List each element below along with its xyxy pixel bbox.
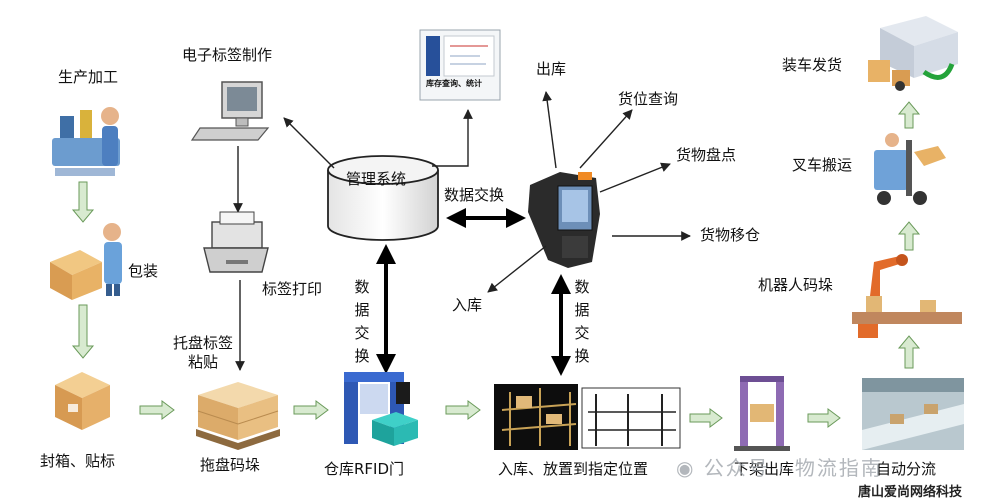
label-outbound: 出库 [536,60,567,78]
flow-arrow-forklift-to-loading [897,101,921,129]
label-management-system: 管理系统 [346,170,407,188]
sorting-conveyor-photo [862,378,964,450]
shelf-rack-dark-icon [494,384,578,450]
label-stock-count: 货物盘点 [676,146,737,164]
label-loading: 装车发货 [782,56,843,74]
sealed-box-icon [55,372,110,430]
label-goods-move: 货物移仓 [700,226,761,244]
forklift-icon [874,133,946,205]
flow-arrow-packing-to-sealing [71,304,95,359]
label-packing: 包装 [128,262,159,280]
arrow-system-to-computer [283,117,335,169]
label-inbound: 入库 [452,296,483,314]
flow-arrow-sealing-to-pallet [139,400,175,420]
label-palletizing: 拖盘码垛 [200,456,261,474]
printer-icon [203,211,269,273]
label-auto-sort: 自动分流 [876,460,937,478]
stacker-lift-icon [734,376,790,451]
label-data-exchange-horizontal: 数据交换 [444,186,505,204]
arrow-scanner-to-location-query [579,109,633,169]
handheld-scanner-icon [528,172,600,268]
arrow-scanner-to-stock-count [599,162,671,193]
label-rfid-gate: 仓库RFID门 [324,460,405,478]
arrow-system-to-inventory [432,109,473,167]
flow-arrow-unshelve-to-sort [807,408,841,428]
truck-loading-icon [868,16,958,91]
label-data-exchange-vertical-1: 数据交换 [354,278,370,365]
flow-arrow-shelf-to-unshelve [689,408,723,428]
label-inventory-query: 库存查询、统计 [426,79,482,88]
label-forklift: 叉车搬运 [792,156,853,174]
label-production: 生产加工 [58,68,119,86]
label-sealing: 封箱、贴标 [40,452,116,470]
rfid-gate-icon [344,372,418,446]
robot-arm-icon [852,254,962,338]
flow-arrow-production-to-packing [71,181,95,223]
wechat-icon: ◉ [676,456,696,480]
label-pallet-label: 托盘标签粘贴 [172,334,233,371]
label-label-making: 电子标签制作 [182,46,273,64]
flow-arrow-robot-to-forklift [897,221,921,251]
label-location-query: 货位查询 [618,90,679,108]
label-unshelve-outbound: 下架出库 [734,460,795,478]
inventory-screen-icon [419,29,501,101]
label-data-exchange-vertical-2: 数据交换 [574,278,590,365]
production-machine-icon [52,107,120,176]
watermark-account-text: 公众号 · 物流指南 [703,456,883,480]
pallet-boxes-icon [196,382,280,450]
shelf-rack-light-icon [581,387,681,449]
flow-arrow-sort-to-robot [897,335,921,369]
flow-arrow-rfid-to-shelf [445,400,481,420]
arrow-scanner-to-outbound [542,91,557,169]
label-robot-stacking: 机器人码垛 [758,276,834,294]
packing-worker-icon [50,223,122,300]
computer-icon [190,81,270,141]
watermark-account: ◉ 公众号 · 物流指南 [676,452,883,481]
label-label-print: 标签打印 [262,280,323,298]
database-cylinder-icon [327,155,439,241]
label-put-away: 入库、放置到指定位置 [498,460,649,478]
flow-arrow-pallet-to-rfid [293,400,329,420]
arrow-scanner-to-inbound [487,245,547,293]
watermark-company: 唐山爱尚网络科技 [858,481,963,500]
